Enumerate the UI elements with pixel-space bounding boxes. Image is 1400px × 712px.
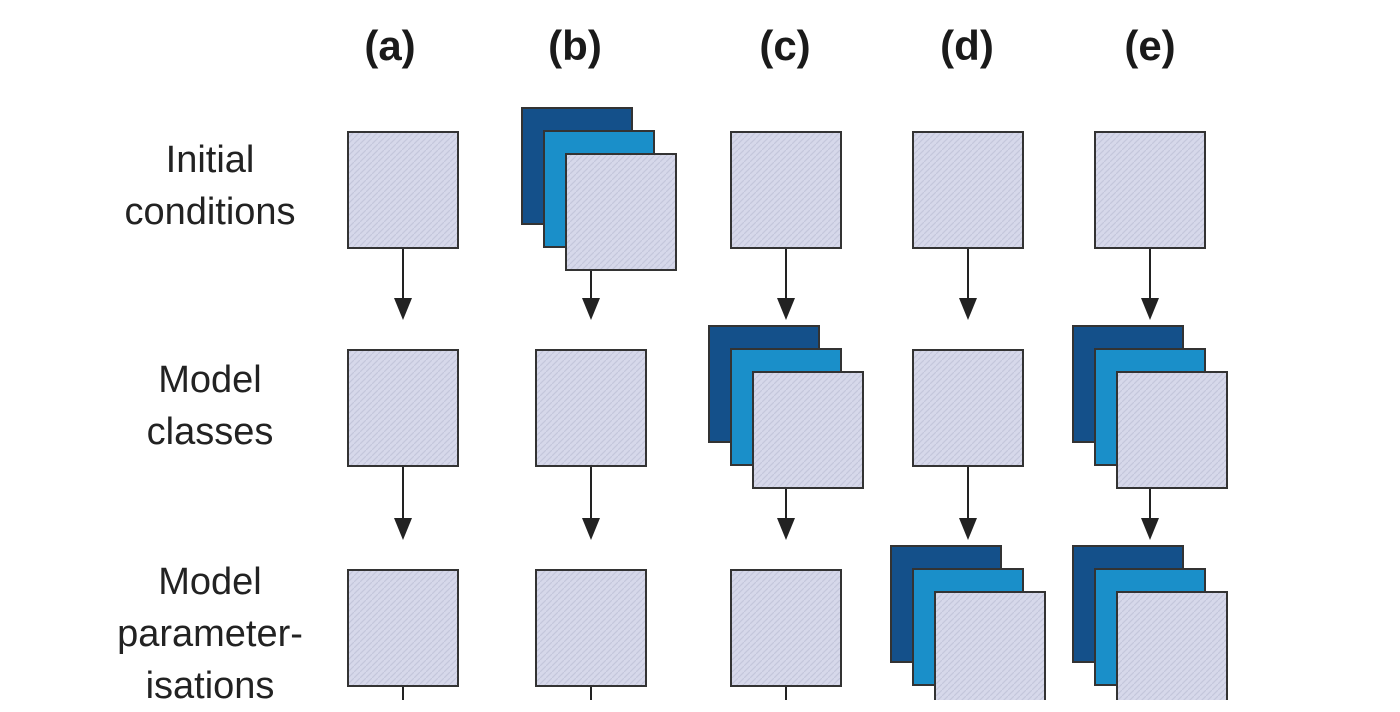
arrow-c-0 — [777, 248, 795, 320]
stack-layer-front-d-2 — [934, 591, 1046, 700]
row-label-line: classes — [146, 411, 274, 453]
row-label-line: Initial — [165, 139, 255, 181]
stack-layer-front-c-1 — [752, 371, 864, 489]
stack-layer-front-b-0 — [565, 153, 677, 271]
column-label-b: (b) — [548, 22, 602, 69]
row-label-initial-conditions: Initial conditions — [80, 134, 340, 238]
box-c-2 — [730, 569, 842, 687]
row-label-line: conditions — [124, 191, 296, 233]
arrow-a-0 — [394, 248, 412, 320]
box-d-0 — [912, 131, 1024, 249]
box-c-0 — [730, 131, 842, 249]
box-a-0 — [347, 131, 459, 249]
column-label-d: (d) — [940, 22, 994, 69]
row-label-line: Model — [158, 561, 262, 603]
box-a-2 — [347, 569, 459, 687]
row-label-line: Model — [158, 359, 262, 401]
box-d-1 — [912, 349, 1024, 467]
arrow-d-0 — [959, 248, 977, 320]
box-e-0 — [1094, 131, 1206, 249]
arrow-e-0 — [1141, 248, 1159, 320]
box-a-1 — [347, 349, 459, 467]
arrow-d-1 — [959, 466, 977, 540]
arrow-b-1 — [582, 466, 600, 540]
column-label-e: (e) — [1124, 22, 1176, 69]
box-b-1 — [535, 349, 647, 467]
stack-layer-front-e-2 — [1116, 591, 1228, 700]
column-label-c: (c) — [759, 22, 811, 69]
stack-layer-front-e-1 — [1116, 371, 1228, 489]
row-label-line: parameter- — [117, 613, 303, 655]
row-label-model-classes: Model classes — [80, 354, 340, 458]
column-label-a: (a) — [364, 22, 416, 69]
box-b-2 — [535, 569, 647, 687]
arrow-a-1 — [394, 466, 412, 540]
